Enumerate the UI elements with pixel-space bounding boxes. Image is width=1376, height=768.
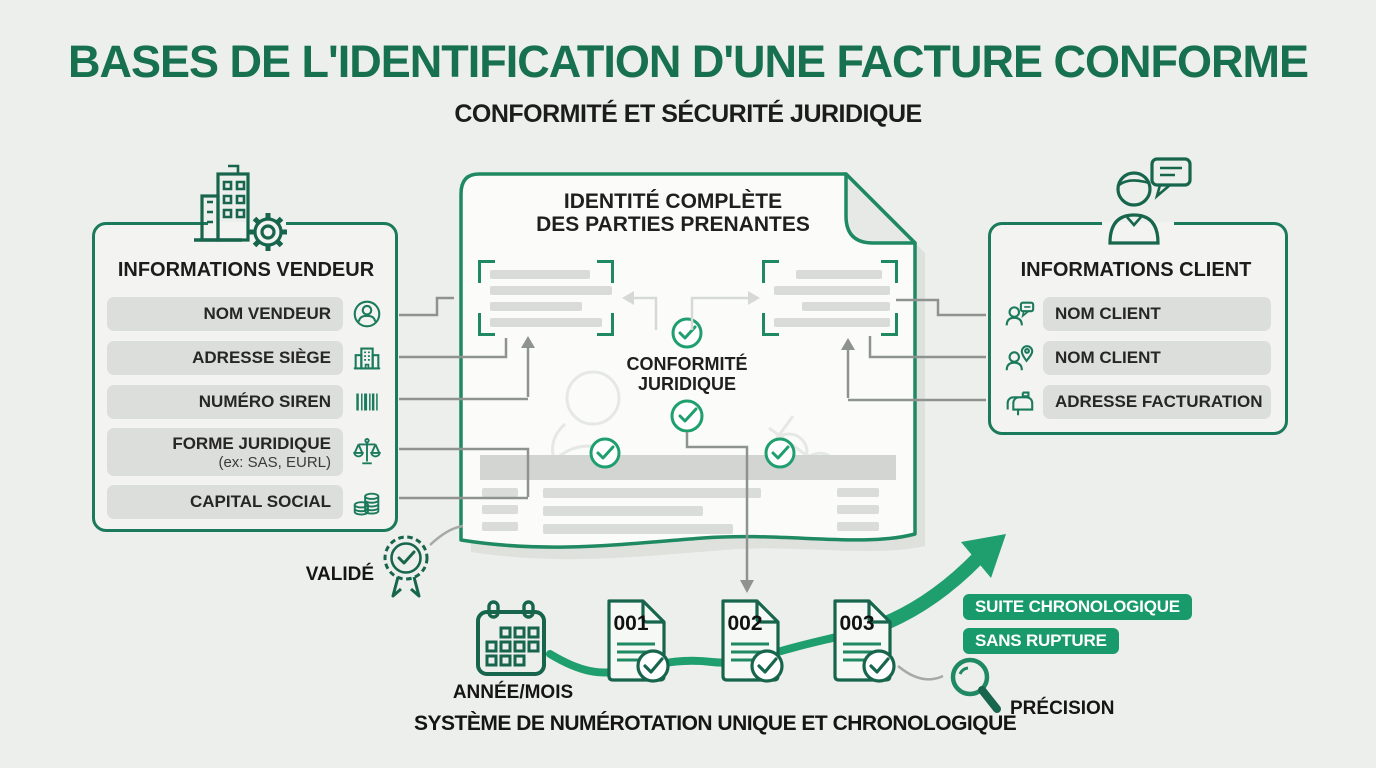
precision-label: PRÉCISION: [1010, 698, 1115, 719]
page-subtitle: CONFORMITÉ ET SÉCURITÉ JURIDIQUE: [454, 100, 922, 128]
vendor-pill: NUMÉRO SIREN: [107, 385, 343, 419]
invoice-card-003: 003: [826, 598, 900, 690]
person-circle-icon: [349, 296, 385, 332]
invoice-card-001: 001: [600, 598, 674, 690]
badge-suite-chronologique: SUITE CHRONOLOGIQUE: [963, 594, 1192, 620]
vendor-row-forme: FORME JURIDIQUE (ex: SAS, EURL): [107, 428, 385, 476]
client-row-nom2: NOM CLIENT: [1001, 340, 1271, 376]
mailbox-icon: [1001, 384, 1037, 420]
invoice-number: 001: [613, 612, 649, 635]
client-identity-block: [762, 260, 898, 336]
person-chat-icon: [1090, 155, 1194, 253]
calendar-label: ANNÉE/MOIS: [452, 682, 574, 703]
vendor-panel-title: INFORMATIONS VENDEUR: [117, 259, 375, 281]
person-pin-icon: [1001, 340, 1037, 376]
vendor-pill: CAPITAL SOCIAL: [107, 485, 343, 519]
chronology-curve: [546, 630, 852, 677]
invoice-document: IDENTITÉ COMPLÈTE DES PARTIES PRENANTES …: [453, 166, 925, 570]
vendor-row-capital: CAPITAL SOCIAL: [107, 484, 385, 520]
vendor-panel: INFORMATIONS VENDEUR NOM VENDEUR ADRESSE…: [92, 222, 398, 532]
client-row-adresse: ADRESSE FACTURATION: [1001, 384, 1271, 420]
vendor-identity-block: [478, 260, 614, 336]
document-center-label: CONFORMITÉ JURIDIQUE: [626, 354, 748, 394]
barcode-icon: [349, 384, 385, 420]
numbering-caption: SYSTÈME DE NUMÉROTATION UNIQUE ET CHRONO…: [414, 712, 1017, 735]
rosette-check-icon: [374, 532, 438, 604]
scales-icon: [349, 434, 385, 470]
vendor-pill: ADRESSE SIÈGE: [107, 341, 343, 375]
person-bubble-icon: [1001, 296, 1037, 332]
vendor-pill: FORME JURIDIQUE (ex: SAS, EURL): [107, 428, 343, 476]
check-circle-icon: [589, 317, 796, 469]
vendor-row-adresse: ADRESSE SIÈGE: [107, 340, 385, 376]
client-panel: INFORMATIONS CLIENT NOM CLIENT NOM CLIEN…: [988, 222, 1288, 435]
magnifier-icon: [942, 652, 1010, 728]
document-title: IDENTITÉ COMPLÈTE DES PARTIES PRENANTES: [536, 190, 810, 236]
client-row-nom1: NOM CLIENT: [1001, 296, 1271, 332]
calendar-icon: [474, 600, 548, 680]
invoice-number: 002: [727, 612, 763, 635]
building-gear-icon: [184, 160, 302, 264]
vendor-pill: NOM VENDEUR: [107, 297, 343, 331]
vendor-row-siren: NUMÉRO SIREN: [107, 384, 385, 420]
building-icon: [349, 340, 385, 376]
vendor-row-nom: NOM VENDEUR: [107, 296, 385, 332]
valide-label: VALIDÉ: [305, 564, 374, 585]
page-title: BASES DE L'IDENTIFICATION D'UNE FACTURE …: [67, 36, 1309, 87]
invoice-card-002: 002: [714, 598, 788, 690]
client-pill: NOM CLIENT: [1043, 341, 1271, 375]
badge-sans-rupture: SANS RUPTURE: [963, 628, 1119, 654]
coins-icon: [349, 484, 385, 520]
client-pill: ADRESSE FACTURATION: [1043, 385, 1271, 419]
client-panel-title: INFORMATIONS CLIENT: [1020, 259, 1252, 281]
invoice-number: 003: [839, 612, 875, 635]
client-pill: NOM CLIENT: [1043, 297, 1271, 331]
